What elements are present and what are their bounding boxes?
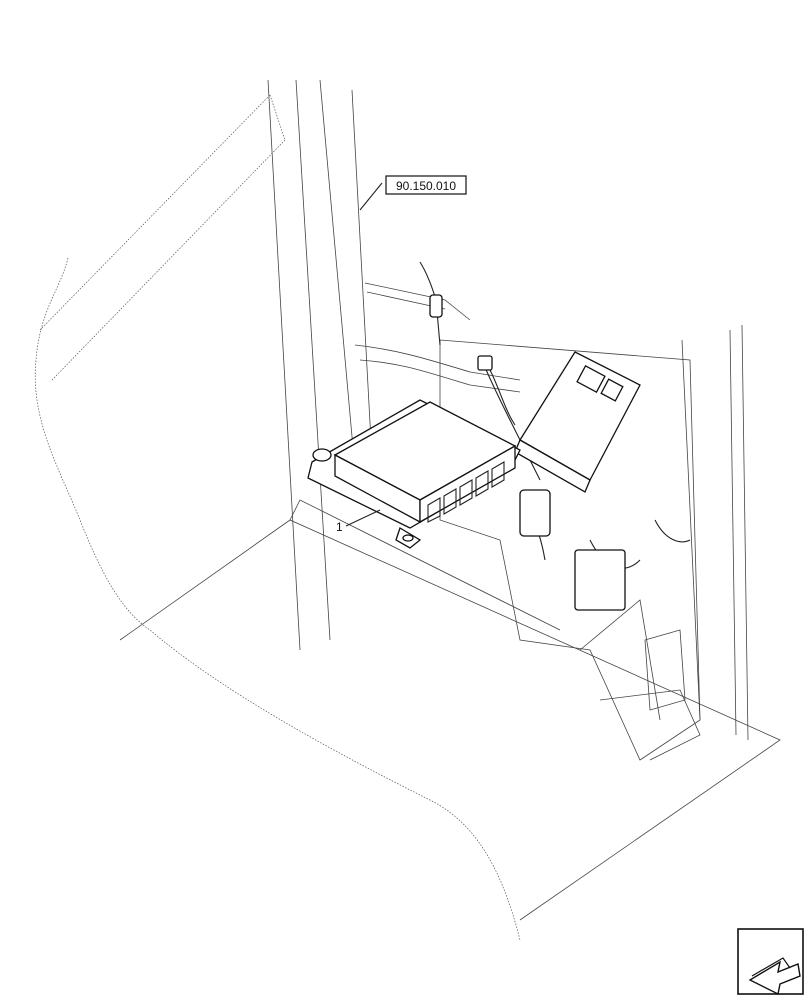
ecu-controller-box (307, 399, 521, 549)
cab-structure (34, 79, 781, 941)
relay-module (514, 351, 641, 493)
view-direction-arrow-icon[interactable] (737, 928, 804, 996)
item-1-callout: 1 (336, 509, 381, 534)
item-1-label: 1 (336, 520, 343, 534)
wire-harness (419, 261, 691, 611)
reference-label: 90.150.010 (396, 179, 456, 193)
reference-callout[interactable]: 90.150.010 (359, 175, 467, 211)
